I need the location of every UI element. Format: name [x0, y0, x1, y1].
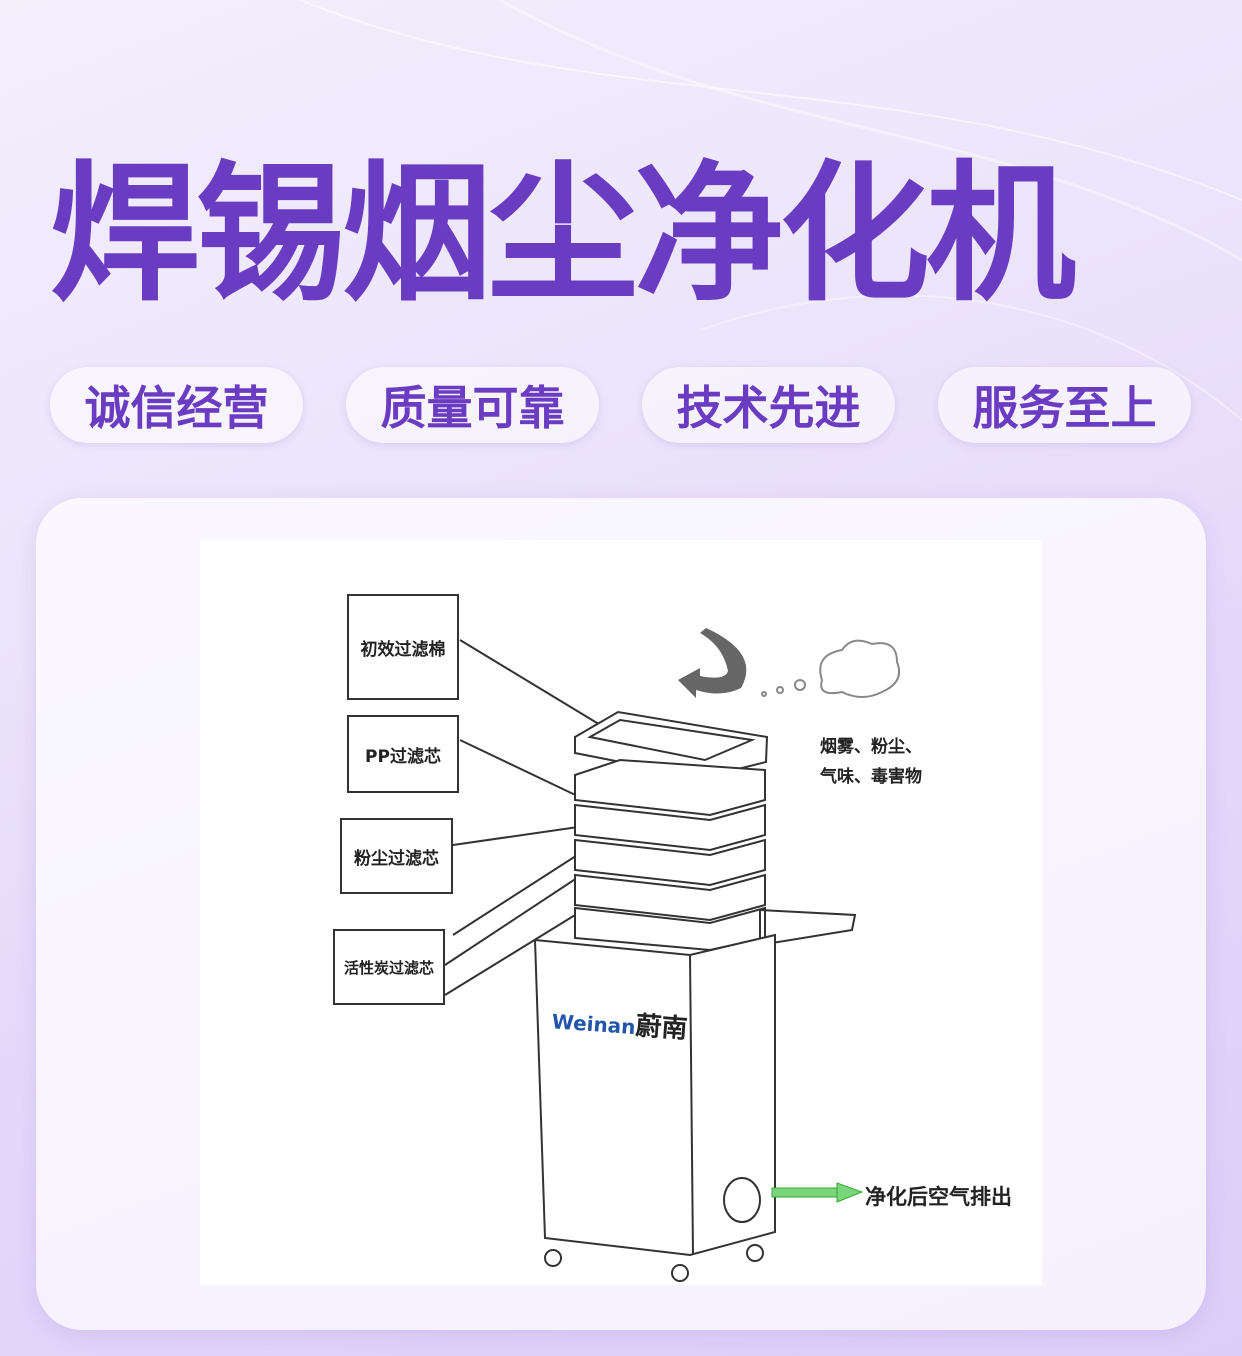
brand-en: Weinan — [551, 1009, 637, 1040]
page-title: 焊锡烟尘净化机 — [50, 148, 1076, 322]
badge-quality: 质量可靠 — [346, 367, 599, 443]
label-primary-filter: 初效过滤棉 — [360, 639, 446, 660]
pollutants-line2: 气味、毒害物 — [820, 767, 922, 787]
rotate-arrow-icon — [678, 628, 747, 698]
badge-integrity: 诚信经营 — [50, 367, 303, 443]
label-dust-filter: 粉尘过滤芯 — [354, 848, 439, 869]
pollutants-line1: 烟雾、粉尘、 — [820, 737, 922, 757]
brand-cn: 蔚南 — [634, 1011, 689, 1045]
label-box-dust: 粉尘过滤芯 — [340, 818, 453, 894]
label-box-pp: PP过滤芯 — [347, 715, 459, 793]
badge-service: 服务至上 — [938, 367, 1191, 443]
outlet-arrow-icon — [771, 1187, 838, 1198]
label-carbon-filter: 活性炭过滤芯 — [343, 958, 434, 977]
label-box-carbon: 活性炭过滤芯 — [333, 929, 445, 1005]
purifier-drawing — [444, 628, 901, 1282]
label-box-primary: 初效过滤棉 — [347, 594, 459, 700]
badge-technology: 技术先进 — [642, 367, 895, 443]
label-pp-filter: PP过滤芯 — [365, 746, 441, 767]
outlet-label: 净化后空气排出 — [865, 1185, 1012, 1209]
purifier-diagram: 初效过滤棉 PP过滤芯 粉尘过滤芯 活性炭过滤芯 烟雾、粉尘、 气味、毒害物 净… — [200, 540, 1042, 1285]
